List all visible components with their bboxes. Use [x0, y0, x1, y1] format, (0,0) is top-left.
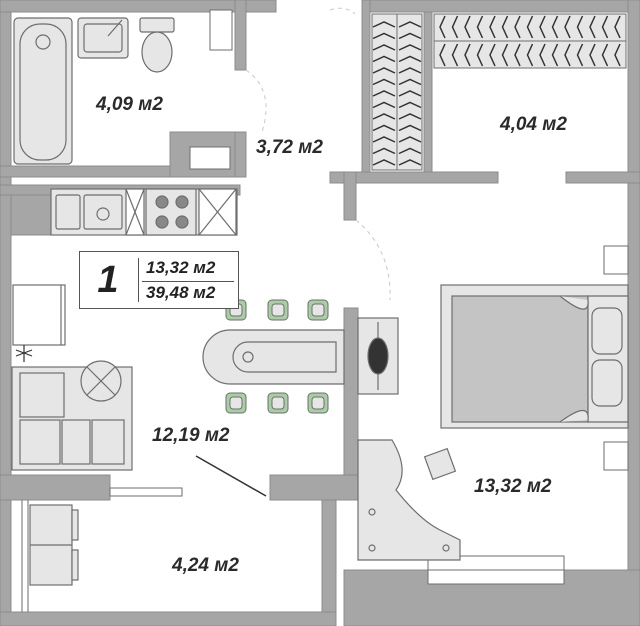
radiator-star-icon — [15, 345, 33, 362]
hanger — [372, 113, 396, 120]
dining-chair-seat — [229, 396, 243, 410]
balcony-cabinet — [29, 504, 79, 586]
room-area-balcony: 4,24 м2 — [171, 555, 239, 576]
toilet — [139, 17, 175, 73]
dining-chairs — [225, 299, 329, 414]
hanger — [372, 136, 396, 143]
hanger — [614, 15, 621, 39]
bedroom-window — [427, 555, 565, 585]
hanger — [489, 43, 496, 67]
hanger — [526, 15, 534, 39]
hanger — [539, 43, 546, 67]
hanger — [398, 90, 422, 97]
balcony-railing — [21, 500, 29, 612]
hanger — [464, 15, 471, 39]
apartment-legend: 1 13,32 м2 39,48 м2 — [79, 251, 239, 309]
hanger — [576, 15, 584, 39]
office-chair — [423, 447, 457, 481]
hanger — [539, 15, 546, 39]
hangers-horizontal — [439, 15, 621, 67]
dining-chair-seat — [311, 303, 325, 317]
room-area-kitchen: 12,19 м2 — [152, 425, 230, 446]
bed — [440, 284, 629, 429]
hanger — [398, 78, 422, 86]
dining-chair-seat — [271, 303, 285, 317]
hanger — [398, 67, 422, 74]
hanger — [576, 43, 584, 67]
room-area-bathroom: 4,09 м2 — [95, 94, 163, 115]
hanger — [589, 43, 596, 67]
hanger — [551, 15, 559, 39]
hanger — [398, 101, 422, 109]
hanger — [601, 15, 609, 39]
total-area: 39,48 м2 — [146, 283, 216, 302]
sink — [77, 17, 129, 59]
hanger — [398, 159, 422, 166]
hanger — [564, 15, 571, 39]
bathtub — [13, 17, 73, 165]
hanger — [439, 43, 446, 67]
room-area-wardrobe: 4,04 м2 — [499, 114, 567, 135]
hanger — [372, 147, 396, 155]
hanger — [372, 159, 396, 166]
hanger — [372, 44, 396, 51]
hanger — [501, 43, 509, 67]
kitchen-counter — [50, 188, 238, 236]
room-count: 1 — [97, 258, 119, 301]
round-table — [80, 360, 122, 402]
living-area: 13,32 м2 — [146, 258, 216, 277]
hanger — [476, 43, 484, 67]
hanger — [551, 43, 559, 67]
balcony-door — [109, 487, 183, 497]
dining-chair-seat — [311, 396, 325, 410]
hanger — [601, 43, 609, 67]
wardrobe-rack-vertical — [371, 13, 423, 171]
hanger — [372, 55, 396, 63]
wall-notches — [189, 9, 629, 471]
hanger — [614, 43, 621, 67]
hanger — [451, 15, 459, 39]
hanger — [398, 32, 422, 40]
legend-divider — [138, 258, 139, 302]
hanger — [372, 90, 396, 97]
hanger — [372, 67, 396, 74]
hanger — [372, 101, 396, 109]
hanger — [398, 55, 422, 63]
hanger — [372, 124, 396, 132]
tv-stand — [357, 317, 399, 395]
hanger — [398, 44, 422, 51]
hanger — [489, 15, 496, 39]
hanger — [372, 21, 396, 28]
hanger — [464, 43, 471, 67]
dining-chair-seat — [271, 396, 285, 410]
sofa — [11, 366, 133, 471]
hanger — [514, 43, 521, 67]
hanger — [501, 15, 509, 39]
fridge — [12, 284, 66, 346]
hanger — [372, 32, 396, 40]
hanger — [476, 15, 484, 39]
hanger — [372, 78, 396, 86]
door-swings — [245, 7, 391, 301]
hanger — [526, 43, 534, 67]
legend-separator — [142, 281, 234, 282]
hanger — [398, 21, 422, 28]
hanger — [398, 113, 422, 120]
hanger — [451, 43, 459, 67]
hanger — [398, 136, 422, 143]
desk — [357, 439, 461, 561]
room-area-hallway: 3,72 м2 — [256, 137, 323, 158]
room-area-bedroom: 13,32 м2 — [474, 476, 552, 497]
hanger — [589, 15, 596, 39]
hanger — [439, 15, 446, 39]
hanger — [564, 43, 571, 67]
hanger — [398, 124, 422, 132]
hanger — [514, 15, 521, 39]
kitchen-door — [195, 455, 267, 497]
hanger — [398, 147, 422, 155]
dining-table — [202, 329, 345, 385]
hangers-vertical — [372, 21, 422, 166]
